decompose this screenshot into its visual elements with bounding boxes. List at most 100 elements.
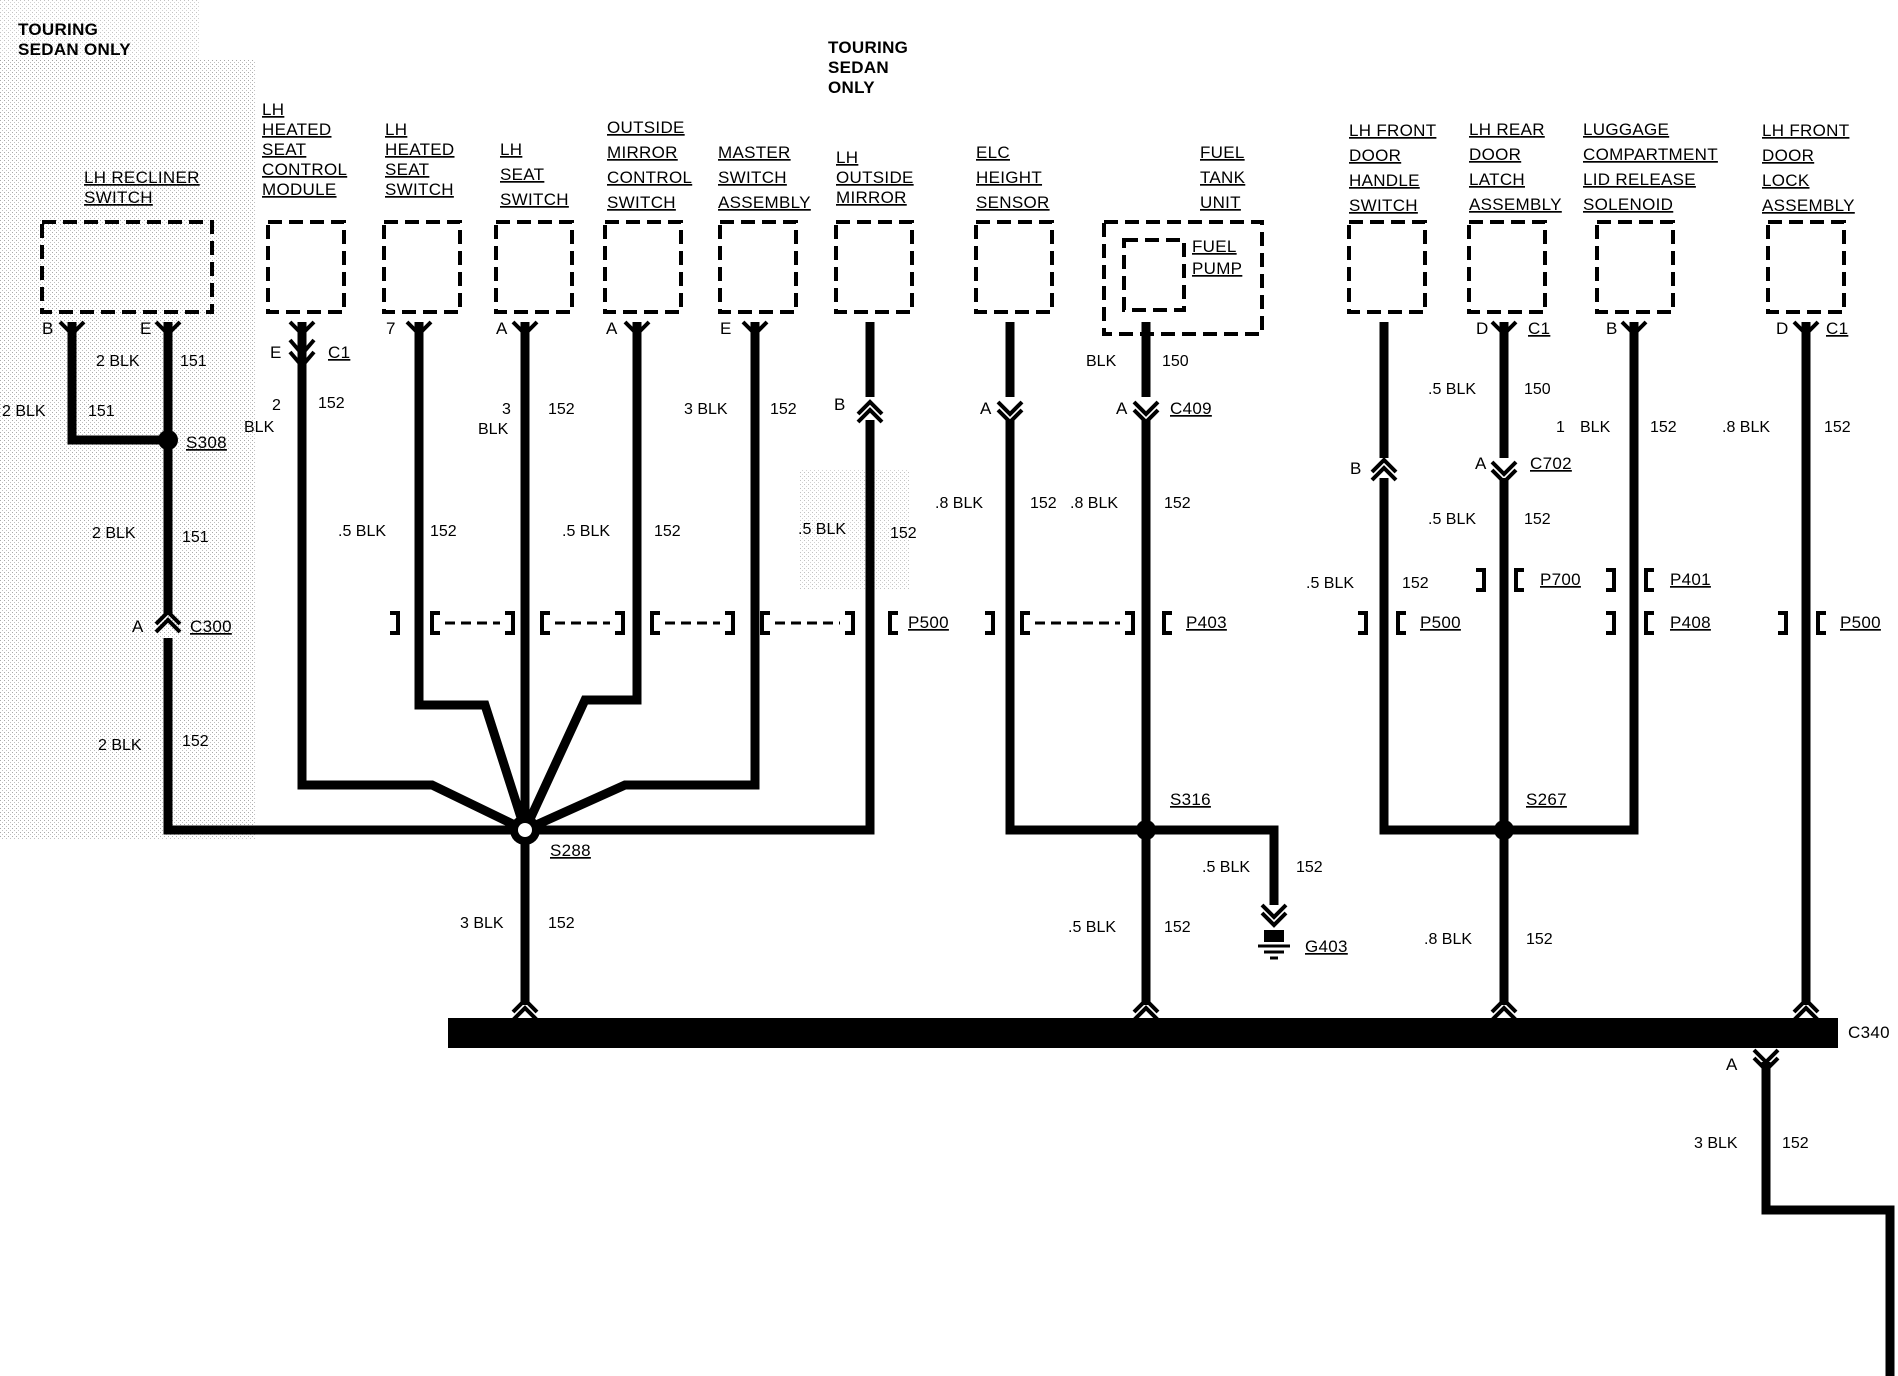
svg-text:CONTROL: CONTROL	[607, 168, 692, 187]
svg-text:MODULE: MODULE	[262, 180, 337, 199]
svg-text:7: 7	[386, 319, 396, 338]
connector-c340-bus	[448, 997, 1838, 1073]
svg-text:.8 BLK: .8 BLK	[1722, 419, 1770, 436]
svg-text:TANK: TANK	[1200, 168, 1246, 187]
lh-outside-mirror-label: LH OUTSIDE MIRROR	[836, 148, 914, 207]
svg-text:MIRROR: MIRROR	[836, 188, 907, 207]
svg-text:LH: LH	[262, 100, 284, 119]
rear-door-latch-box	[1467, 220, 1547, 314]
heated-seat-switch-box	[382, 220, 462, 314]
outside-mirror-switch-label: OUTSIDE MIRROR CONTROL SWITCH	[607, 118, 692, 212]
svg-text:ONLY: ONLY	[828, 78, 875, 97]
svg-text:SOLENOID: SOLENOID	[1583, 195, 1673, 214]
svg-text:152: 152	[1402, 575, 1429, 592]
svg-text:152: 152	[770, 401, 797, 418]
wire-handle-lower	[1379, 478, 1504, 835]
svg-text:ELC: ELC	[976, 143, 1010, 162]
connector-elc-a	[996, 400, 1024, 425]
pin-chevrons	[58, 320, 1820, 337]
wire-labels: 2 BLK 151 2 BLK 151 2 BLK 151 2 BLK 152 …	[2, 353, 1851, 1152]
svg-text:1: 1	[1556, 419, 1565, 436]
svg-text:DOOR: DOOR	[1762, 146, 1814, 165]
svg-text:BLK: BLK	[244, 419, 275, 436]
svg-text:SWITCH: SWITCH	[500, 190, 569, 209]
recliner-switch-box	[40, 220, 214, 314]
svg-text:152: 152	[1782, 1135, 1809, 1152]
front-door-lock-label: LH FRONT DOOR LOCK ASSEMBLY	[1762, 121, 1855, 215]
fuel-tank-label: FUEL TANK UNIT FUEL PUMP	[1192, 143, 1246, 278]
touring-sedan-note-left: TOURING SEDAN ONLY	[18, 20, 131, 59]
svg-text:DOOR: DOOR	[1349, 146, 1401, 165]
wire-elc-lower	[1005, 420, 1146, 835]
ground-label: G403	[1305, 937, 1348, 956]
svg-text:HANDLE: HANDLE	[1349, 171, 1420, 190]
svg-text:OUTSIDE: OUTSIDE	[836, 168, 914, 187]
seat-switch-label: LH SEAT SWITCH	[500, 140, 569, 209]
wire-recliner-b	[67, 322, 168, 445]
svg-text:152: 152	[890, 525, 917, 542]
svg-text:152: 152	[318, 395, 345, 412]
passthrough-p403: P403	[1186, 613, 1227, 632]
svg-text:TOURING: TOURING	[18, 20, 98, 39]
svg-text:151: 151	[182, 529, 209, 546]
wire-heated-switch	[414, 322, 530, 832]
svg-text:3 BLK: 3 BLK	[684, 401, 728, 418]
svg-text:LID RELEASE: LID RELEASE	[1583, 170, 1696, 189]
wire-master-switch	[523, 322, 760, 835]
connector-c1-heated	[288, 338, 316, 370]
svg-text:ASSEMBLY: ASSEMBLY	[1762, 196, 1855, 215]
wire-heated-module	[297, 322, 527, 835]
connector-c702-label: C702	[1530, 454, 1572, 473]
svg-text:A: A	[606, 319, 618, 338]
wire-outside-mirror-lower	[525, 420, 875, 835]
svg-text:BLK: BLK	[1086, 353, 1117, 370]
svg-text:2 BLK: 2 BLK	[98, 737, 142, 754]
svg-text:MASTER: MASTER	[718, 143, 791, 162]
svg-text:E: E	[140, 319, 152, 338]
rear-door-latch-label: LH REAR DOOR LATCH ASSEMBLY	[1469, 120, 1561, 214]
heated-seat-module-box	[266, 220, 346, 314]
svg-text:LH FRONT: LH FRONT	[1762, 121, 1849, 140]
svg-text:152: 152	[1650, 419, 1677, 436]
touring-sedan-note-mid: TOURING SEDAN ONLY	[828, 38, 908, 97]
svg-text:.8 BLK: .8 BLK	[1424, 931, 1472, 948]
svg-text:150: 150	[1162, 353, 1189, 370]
passthrough-p700: P700	[1540, 570, 1581, 589]
svg-text:LH REAR: LH REAR	[1469, 120, 1545, 139]
svg-text:LH FRONT: LH FRONT	[1349, 121, 1436, 140]
svg-text:B: B	[834, 395, 846, 414]
svg-text:B: B	[1350, 459, 1362, 478]
svg-text:A: A	[980, 399, 992, 418]
connector-handle-b	[1370, 457, 1398, 482]
passthrough-p500-right: P500	[1840, 613, 1881, 632]
pin-letters: B E E C1 7 A A E D C1 B D C1	[42, 319, 1848, 362]
svg-text:152: 152	[1526, 931, 1553, 948]
svg-text:B: B	[1606, 319, 1618, 338]
passthroughs: P500 P403 P500 P700 P401 P408 P500	[390, 568, 1881, 635]
splice-s288-label: S288	[550, 841, 591, 860]
svg-text:C1: C1	[1826, 319, 1848, 338]
svg-text:HEATED: HEATED	[385, 140, 455, 159]
svg-text:SWITCH: SWITCH	[607, 193, 676, 212]
passthrough-p408: P408	[1670, 613, 1711, 632]
heated-seat-switch-label: LH HEATED SEAT SWITCH	[385, 120, 455, 199]
ground-g403: G403	[1258, 903, 1348, 960]
splice-s267	[1494, 820, 1514, 840]
svg-text:150: 150	[1524, 381, 1551, 398]
front-door-handle-label: LH FRONT DOOR HANDLE SWITCH	[1349, 121, 1436, 215]
svg-text:C1: C1	[328, 343, 350, 362]
svg-text:152: 152	[654, 523, 681, 540]
svg-text:.5 BLK: .5 BLK	[1428, 511, 1476, 528]
wire-solenoid	[1504, 322, 1639, 835]
svg-text:SEAT: SEAT	[500, 165, 544, 184]
splice-s308	[158, 430, 178, 450]
svg-text:LH: LH	[500, 140, 522, 159]
splice-s288-inner	[518, 823, 532, 837]
svg-text:D: D	[1776, 319, 1789, 338]
svg-text:152: 152	[1524, 511, 1551, 528]
svg-text:FUEL: FUEL	[1192, 237, 1237, 256]
svg-text:SEAT: SEAT	[262, 140, 306, 159]
svg-text:LOCK: LOCK	[1762, 171, 1810, 190]
svg-text:CONTROL: CONTROL	[262, 160, 347, 179]
svg-text:2 BLK: 2 BLK	[92, 525, 136, 542]
